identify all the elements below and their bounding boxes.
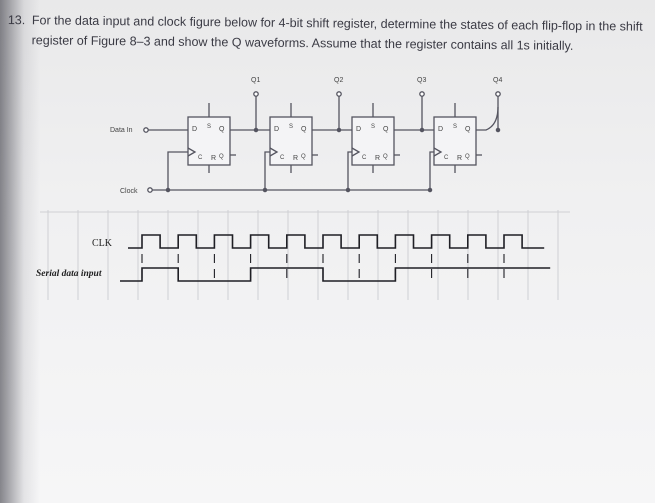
ff-clk-label: C xyxy=(280,155,285,161)
serial-data-label: Serial data input xyxy=(36,269,102,279)
output-terminal xyxy=(419,91,425,97)
ff-qbar-label: Q xyxy=(383,154,388,160)
clk-waveform xyxy=(128,234,545,249)
output-label-q4: Q4 xyxy=(493,77,502,84)
ff-d-label: D xyxy=(438,126,443,133)
ff-clk-label: C xyxy=(362,155,367,161)
junction-dot xyxy=(262,187,268,193)
ff-qbar-label: Q xyxy=(301,154,306,160)
ff-clock-triangle xyxy=(187,147,197,157)
ff-clk-label: C xyxy=(444,155,449,161)
output-terminal xyxy=(253,91,259,97)
junction-dot xyxy=(165,187,171,193)
ff-clock-triangle xyxy=(351,147,361,157)
ff-r-label: R xyxy=(457,155,462,162)
ff-d-label: D xyxy=(192,126,197,133)
clock-terminal xyxy=(147,187,153,193)
ff-r-label: R xyxy=(211,155,216,162)
clock-tap-4 xyxy=(429,151,434,190)
output-terminal xyxy=(495,91,501,97)
output-terminal xyxy=(336,91,342,97)
junction-dot xyxy=(427,187,433,193)
ff-r-label: R xyxy=(375,155,380,162)
junction-dot xyxy=(495,127,501,133)
flip-flop-3 xyxy=(351,116,395,166)
ff-s-label: S xyxy=(207,124,211,130)
timing-grid xyxy=(40,210,570,300)
output-label-q1: Q1 xyxy=(251,77,260,84)
ff-s-label: S xyxy=(453,124,457,130)
flip-flop-2 xyxy=(269,116,313,166)
clock-tap-2 xyxy=(264,151,270,190)
ff-r-label: R xyxy=(293,155,298,162)
data-in-label: Data In xyxy=(110,127,133,134)
clock-tap-1 xyxy=(167,151,188,190)
ff-s-label: S xyxy=(371,124,375,130)
ff-q-label: Q xyxy=(219,126,225,133)
junction-dot xyxy=(345,187,351,193)
clock-label: Clock xyxy=(120,188,138,195)
ff-clk-label: C xyxy=(198,155,203,161)
ff-clock-triangle xyxy=(433,147,443,157)
flip-flop-4 xyxy=(433,116,477,166)
clock-tap-3 xyxy=(347,151,352,190)
output-label-q2: Q2 xyxy=(334,77,343,84)
clk-label: CLK xyxy=(92,238,113,249)
ff-qbar-label: Q xyxy=(465,154,470,160)
ff-q-label: Q xyxy=(383,126,389,133)
ff-clock-triangle xyxy=(269,147,279,157)
ff-qbar-label: Q xyxy=(219,154,224,160)
ff-d-label: D xyxy=(274,126,279,133)
q4-output-wire xyxy=(476,106,499,131)
ff-s-label: S xyxy=(289,124,293,130)
ff-d-label: D xyxy=(356,126,361,133)
ff-q-label: Q xyxy=(465,126,471,133)
data-in-terminal xyxy=(143,127,149,133)
ff-q-label: Q xyxy=(301,126,307,133)
output-label-q3: Q3 xyxy=(417,77,426,84)
serial-data-waveform xyxy=(120,267,551,282)
timing-diagram: CLK Serial data input xyxy=(36,234,551,282)
